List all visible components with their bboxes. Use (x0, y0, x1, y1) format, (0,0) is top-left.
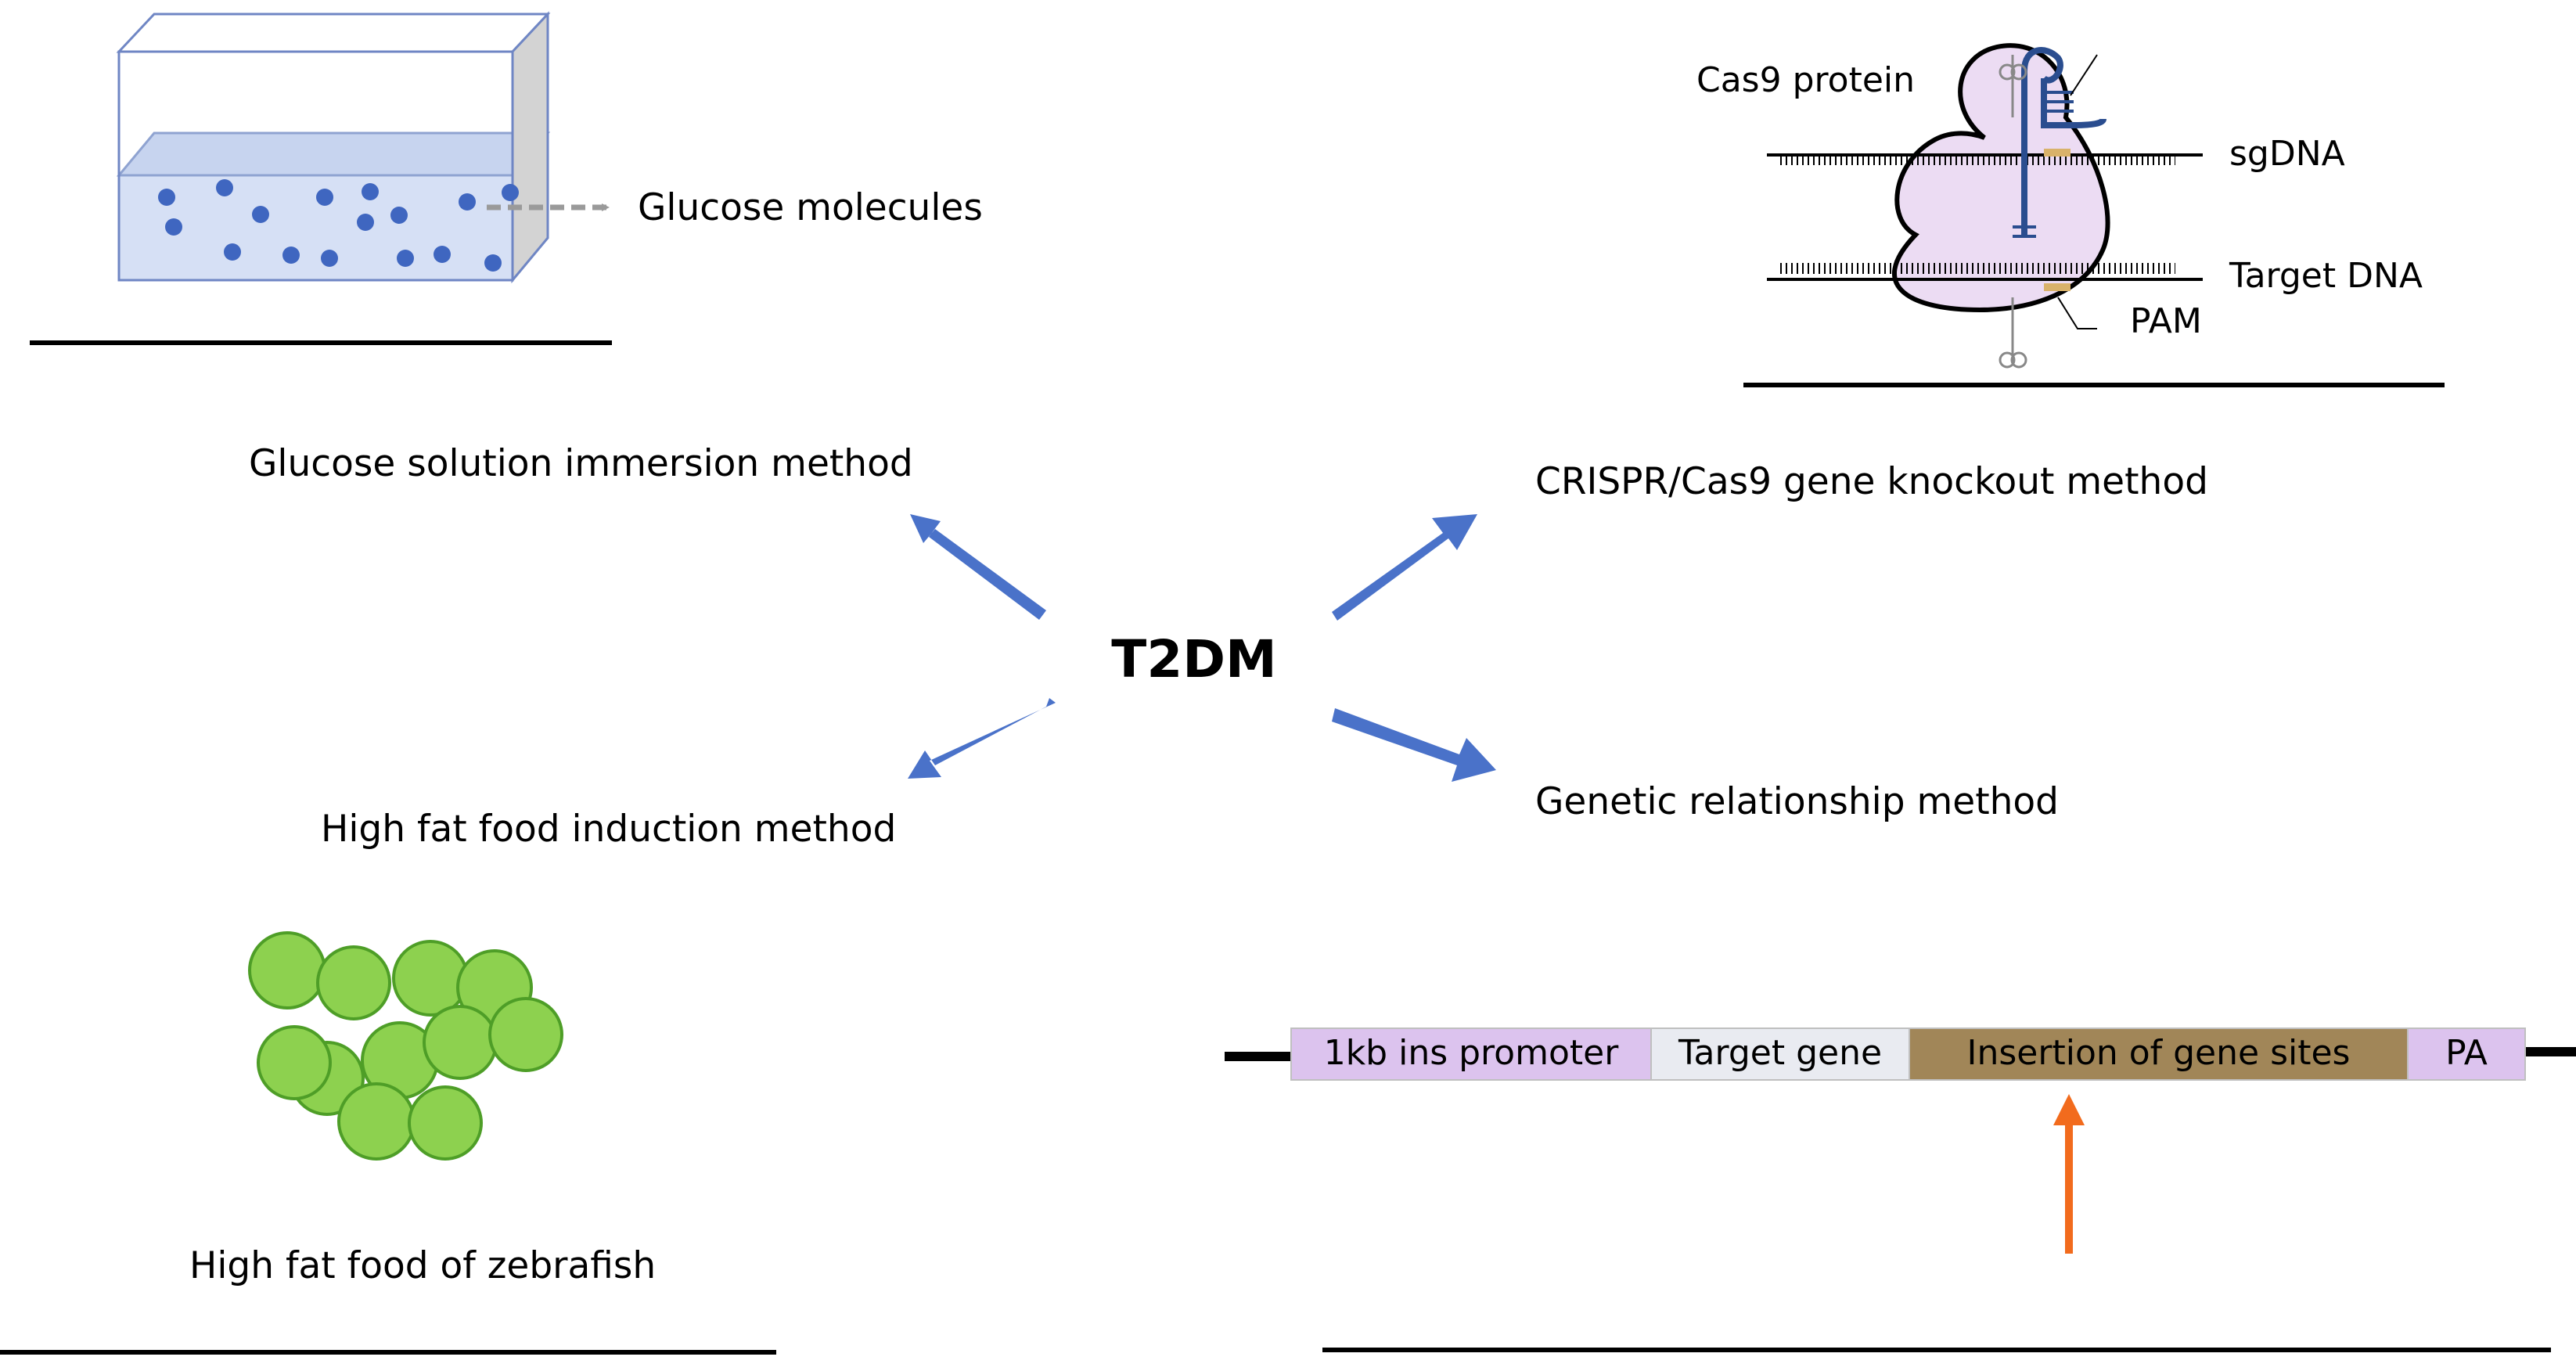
construct-segment (1290, 1027, 1652, 1081)
scissors-icon (1999, 55, 2027, 117)
cas9-leader-line (2070, 54, 2098, 96)
glucose-molecule (397, 250, 414, 267)
pam-leader-line (2057, 297, 2097, 329)
glucose-molecule (434, 246, 451, 263)
genetic-construct: 1kb ins promoter Target gene Insertion of … (1225, 1027, 2576, 1081)
tank-side-wall (511, 11, 549, 284)
food-pellet (392, 940, 469, 1017)
glucose-molecule (484, 254, 502, 272)
cas9-protein-body (1892, 43, 2110, 313)
arrow-to-crispr (1332, 514, 1477, 621)
glucose-molecule (224, 243, 241, 261)
pam-highlight-bottom (2044, 283, 2071, 291)
glucose-molecule (216, 179, 233, 196)
sgdna-label: sgDNA (2229, 134, 2345, 174)
high-fat-food-pellets (248, 931, 563, 1161)
food-pellet (248, 931, 326, 1010)
food-pellet (316, 945, 391, 1020)
glucose-immersion-method-label: Glucose solution immersion method (249, 442, 913, 485)
pam-label: PAM (2130, 301, 2202, 341)
crispr-method-label: CRISPR/Cas9 gene knockout method (1535, 460, 2208, 503)
cas9-protein-label: Cas9 protein (1696, 60, 1915, 100)
glucose-molecule (316, 189, 333, 206)
glucose-molecules-label: Glucose molecules (638, 186, 983, 229)
glucose-molecule (357, 214, 374, 231)
food-pellet (423, 1005, 498, 1080)
tank-top-rim (116, 13, 551, 53)
glucose-molecule (321, 250, 338, 267)
tank-liquid-front (117, 174, 514, 282)
pam-highlight-top (2044, 149, 2071, 157)
glucose-molecule (165, 218, 182, 236)
food-pellet (337, 1082, 416, 1161)
glucose-tank-illustration (116, 11, 610, 284)
glucose-molecules (158, 179, 519, 272)
glucose-molecule (252, 206, 269, 223)
construct-segment-label: Insertion of gene sites (1967, 1033, 2351, 1073)
glucose-molecule (459, 193, 476, 211)
scissors-icon (1999, 297, 2027, 369)
guide-rna-loop (2041, 78, 2106, 128)
food-pellet (257, 1025, 332, 1100)
construct-segment-label: 1kb ins promoter (1324, 1033, 1619, 1073)
high-fat-food-caption: High fat food of zebrafish (189, 1244, 656, 1287)
construct-segment-label: Target gene (1678, 1033, 1882, 1073)
tank-liquid-top (116, 131, 551, 177)
construct-segment-label: PA (2445, 1033, 2488, 1073)
glucose-molecule (390, 207, 408, 224)
high-fat-method-label: High fat food induction method (321, 808, 896, 851)
genetic-method-label: Genetic relationship method (1535, 780, 2059, 823)
glucose-molecule (158, 189, 175, 206)
construct-segment (1909, 1027, 2409, 1081)
center-arrows (908, 514, 1496, 782)
t2dm-title: T2DM (1111, 629, 1276, 689)
target-dna-label: Target DNA (2229, 256, 2423, 296)
glucose-molecule (362, 183, 379, 200)
food-pellet (408, 1085, 483, 1161)
arrow-to-glucose (910, 514, 1046, 620)
glucose-molecule (282, 247, 300, 264)
construct-segment (2407, 1027, 2526, 1081)
arrow-to-genetic (1332, 708, 1496, 782)
crispr-cas9-illustration (1767, 43, 2203, 369)
food-pellet (488, 997, 563, 1072)
arrow-to-high-fat (908, 698, 1056, 779)
glucose-molecule (502, 184, 519, 201)
insertion-site-arrow-head (2053, 1094, 2085, 1125)
guide-rna-stem (2021, 47, 2063, 235)
construct-segment (1650, 1027, 1910, 1081)
